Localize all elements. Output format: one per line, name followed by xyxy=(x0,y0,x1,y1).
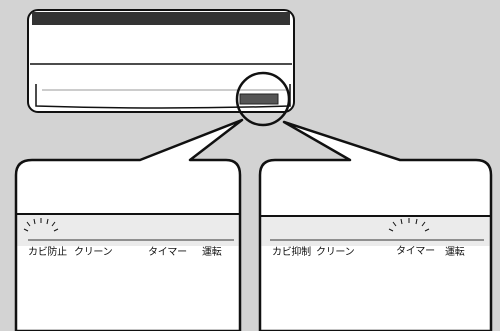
right-label-timer: タイマー xyxy=(396,246,435,257)
right-display-window xyxy=(261,216,490,246)
unit-top-band xyxy=(32,12,290,25)
right-label-clean: クリーン xyxy=(316,247,355,258)
blink-rays-right xyxy=(388,218,430,232)
left-label-timer: タイマー xyxy=(148,247,187,258)
left-display-window xyxy=(17,214,239,246)
left-label-operation: 運転 xyxy=(202,247,222,258)
magnifier-circle xyxy=(235,71,291,127)
indicator-window xyxy=(239,93,279,105)
unit-louver xyxy=(35,84,291,109)
right-label-mold-prevention: カビ抑制 xyxy=(272,247,311,258)
unit-body xyxy=(27,9,295,113)
blink-rays-left xyxy=(23,218,59,232)
right-label-operation: 運転 xyxy=(445,247,465,258)
left-label-mold-prevention: カビ防止 xyxy=(28,247,67,258)
air-conditioner-unit xyxy=(27,9,295,113)
left-label-clean: クリーン xyxy=(74,247,113,258)
